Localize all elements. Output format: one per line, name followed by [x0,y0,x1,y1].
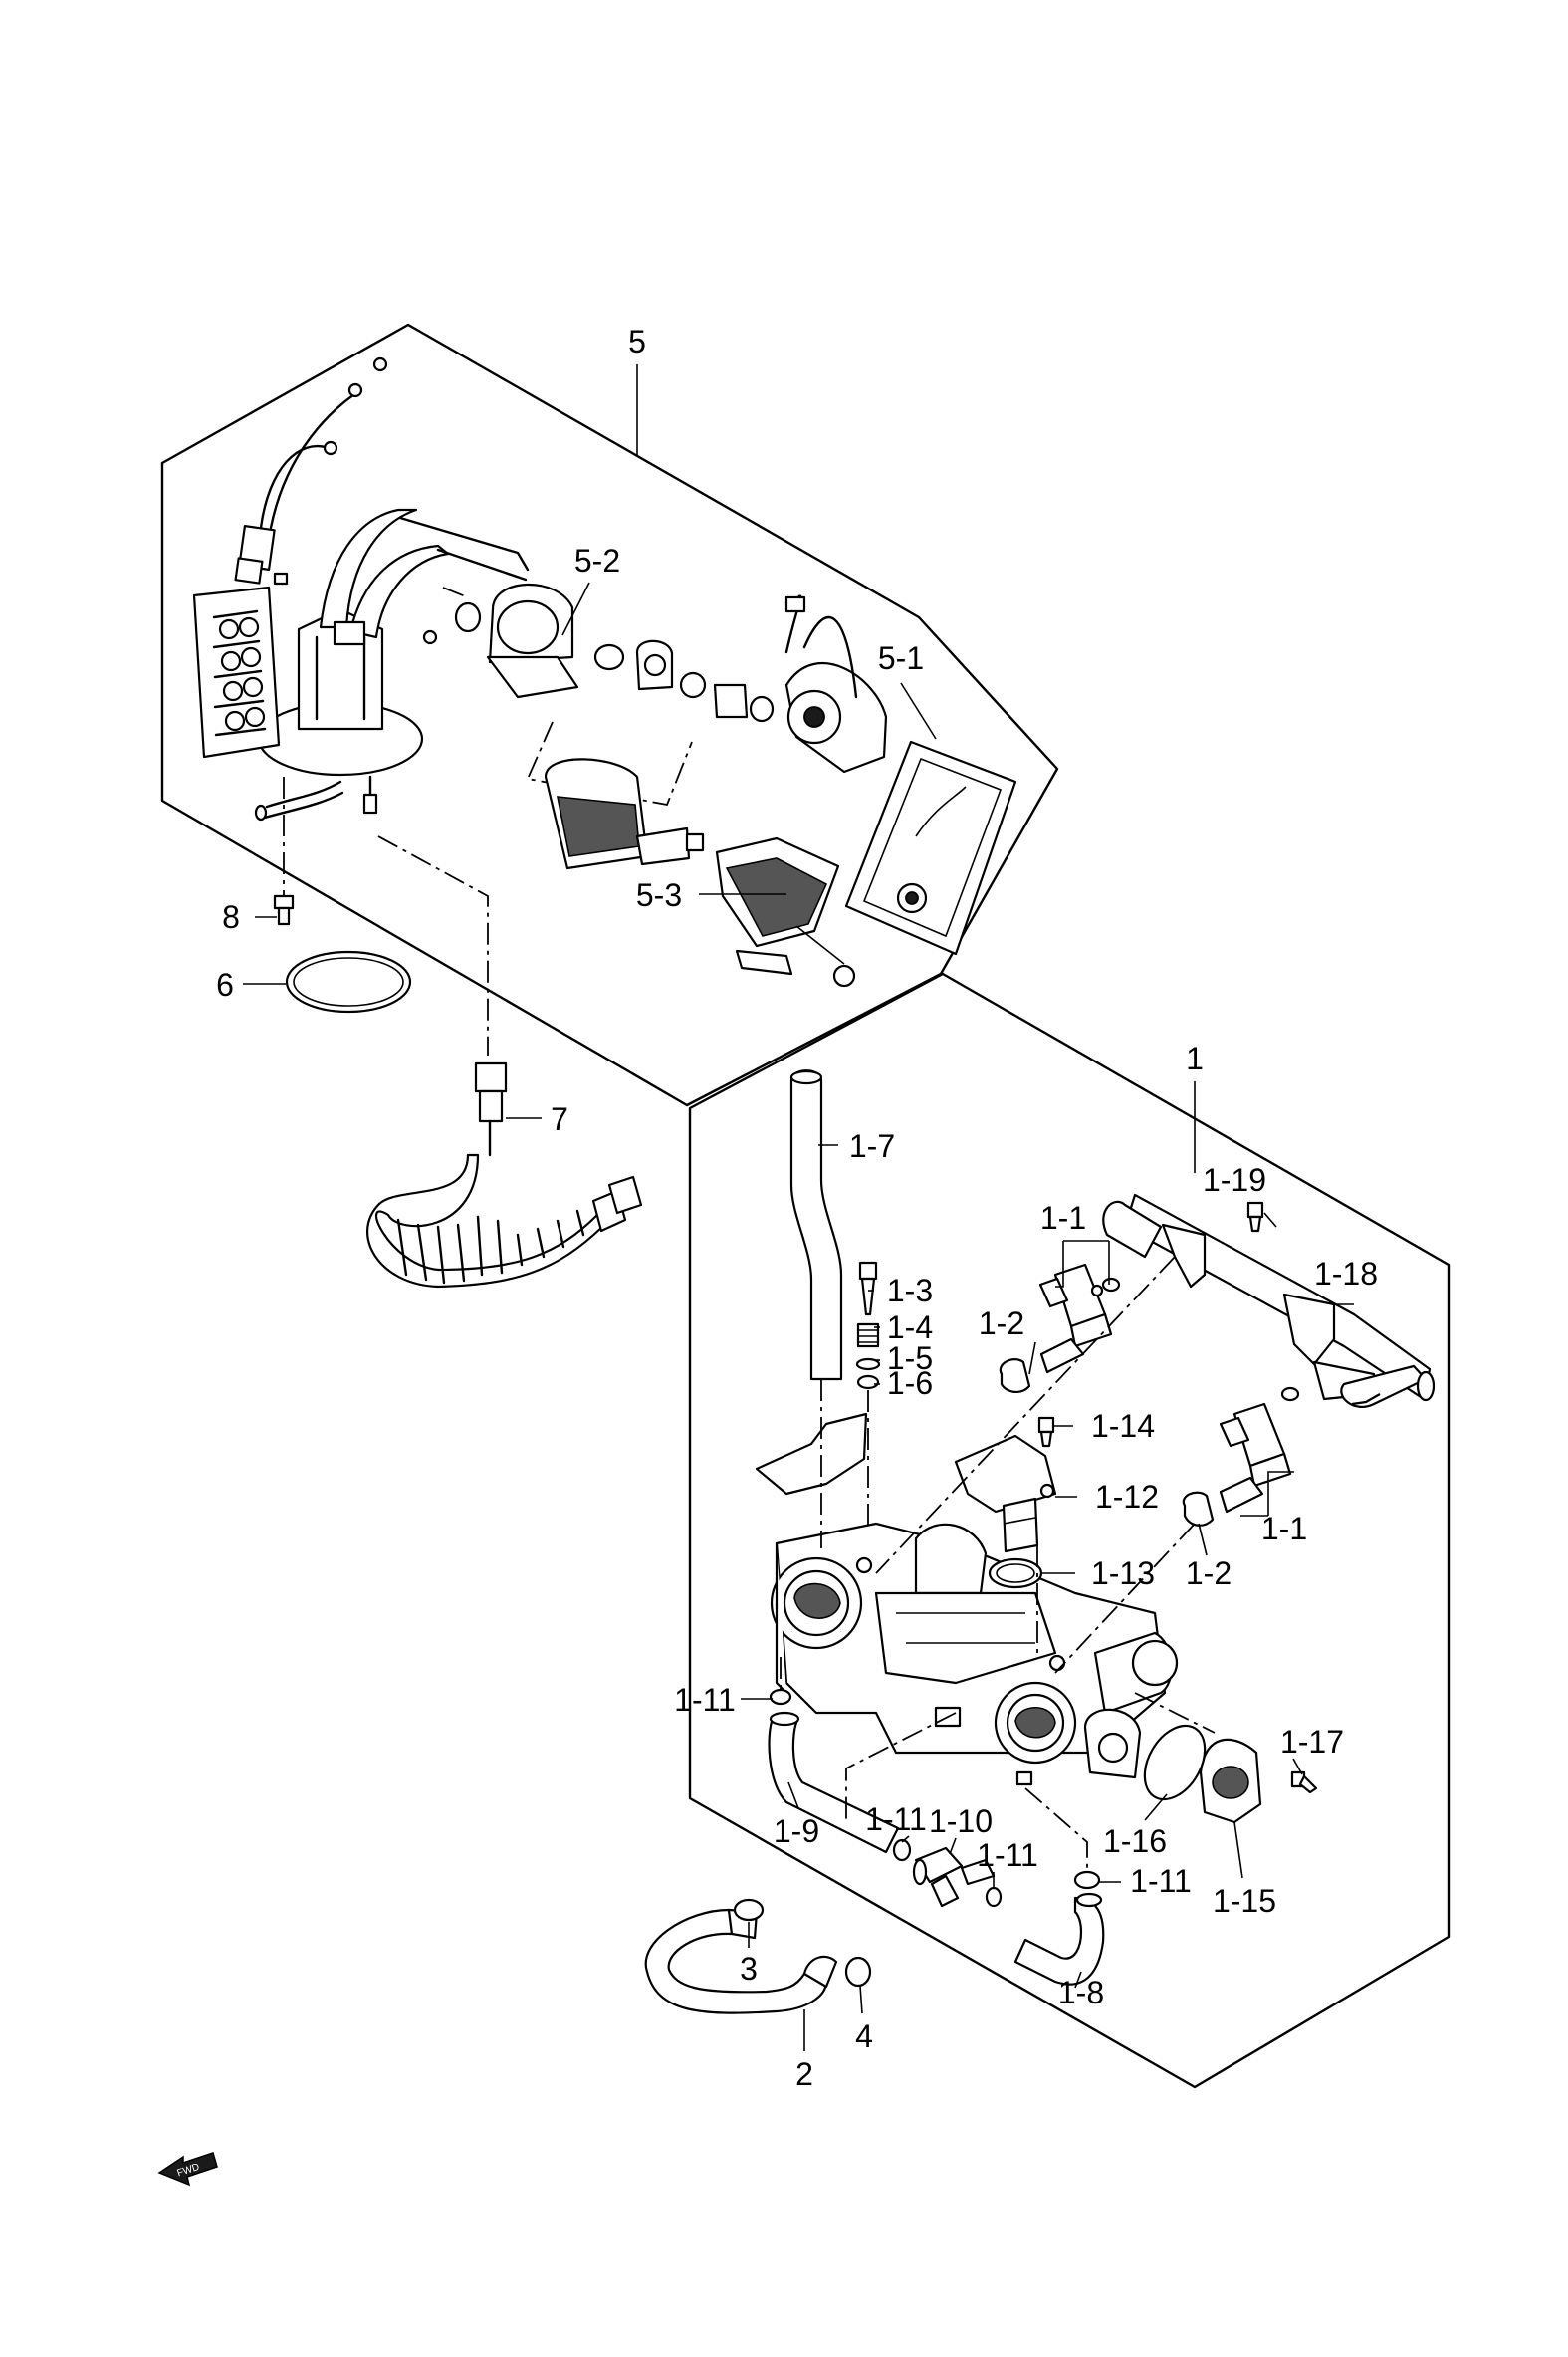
dash-leader-1-16 [1134,1692,1216,1734]
throttle-sensor-1-12 [954,1416,1057,1553]
callout-1-1-upper: 1-1 [1040,1200,1086,1236]
callout-1-11-far: 1-11 [1130,1863,1192,1899]
fuel-hose-7 [366,1061,643,1289]
callout-1-3: 1-3 [887,1273,933,1308]
hose-1-7 [789,1069,843,1381]
screw-set-1-3 [855,1261,881,1533]
throttle-body [755,1412,1179,1786]
callout-1: 1 [1186,1041,1204,1076]
callout-7: 7 [551,1101,568,1137]
gasket-6 [285,950,412,1014]
callout-4: 4 [855,2018,873,2054]
callout-5: 5 [628,324,646,359]
callout-1-2-upper: 1-2 [979,1305,1024,1341]
callout-1-17: 1-17 [1280,1724,1344,1760]
assembly-1-outline [688,972,1451,2089]
callout-1-12: 1-12 [1095,1479,1159,1515]
callout-1-8: 1-8 [1058,1975,1104,2010]
callout-6: 6 [216,967,234,1003]
screw-1-19 [1246,1201,1264,1233]
dash-leader-7 [377,835,489,1056]
callout-1-6: 1-6 [887,1365,933,1401]
assembly-5-outline [160,323,1059,1107]
callout-1-16: 1-16 [1103,1823,1167,1859]
cover-1-15 [1199,1738,1262,1824]
callout-1-11-mid: 1-11 [865,1801,927,1837]
callout-1-10: 1-10 [929,1803,993,1839]
callout-1-2-lower: 1-2 [1186,1555,1232,1591]
callout-1-14: 1-14 [1091,1408,1155,1444]
clamp-3 [733,1898,765,1922]
dash-leader-1-8 [1024,1787,1088,1872]
clamp-4 [844,1956,872,1988]
fuel-pump-flange [192,356,530,822]
callout-5-2: 5-2 [574,543,620,579]
callout-leaders [243,364,1354,2051]
callout-1-13: 1-13 [1091,1555,1155,1591]
callout-1-11-left: 1-11 [674,1682,736,1718]
fuel-pump-motor [454,583,888,774]
callout-labels: 5 5-2 5-1 5-3 8 6 7 1 1-7 1-19 1-1 1-18 … [216,324,1378,2092]
clamp-1-11-b [892,1838,912,1862]
fuel-rail-1-18 [1102,1193,1436,1408]
callout-1-18: 1-18 [1314,1256,1378,1292]
callout-1-5: 1-5 [887,1340,933,1376]
dash-leader-5-2 [442,587,469,598]
dash-leader-injector [1054,1523,1196,1674]
clamp-1-11-a [769,1688,792,1706]
callout-1-1-lower: 1-1 [1261,1511,1307,1546]
callout-5-3: 5-3 [636,877,682,913]
callout-3: 3 [740,1951,758,1987]
fwd-arrow-icon: FWD [157,2152,218,2187]
callout-1-11-right: 1-11 [977,1837,1038,1873]
screw-1-17 [1290,1770,1318,1794]
clamp-1-11-d [1073,1870,1101,1890]
dash-leader-1-9 [845,1712,957,1824]
bolt-8 [273,894,295,926]
callout-1-15: 1-15 [1213,1883,1276,1919]
injector-lower [1182,1386,1300,1527]
hose-1-8 [1013,1892,1105,1986]
fitting-1-10 [912,1846,996,1908]
callout-1-9: 1-9 [774,1813,819,1849]
pump-housing [526,721,1017,988]
callout-2: 2 [795,2056,813,2092]
callout-1-19: 1-19 [1203,1162,1266,1198]
callout-8: 8 [222,899,240,935]
hose-1-9 [768,1711,900,1854]
dash-leader-rail [875,1256,1176,1574]
clamp-1-11-c [985,1886,1003,1908]
o-ring-1-16 [1143,1724,1207,1801]
callout-1-4: 1-4 [887,1309,933,1345]
callout-1-7: 1-7 [849,1128,895,1164]
callout-5-1: 5-1 [878,640,924,676]
injector-upper [999,1263,1121,1393]
